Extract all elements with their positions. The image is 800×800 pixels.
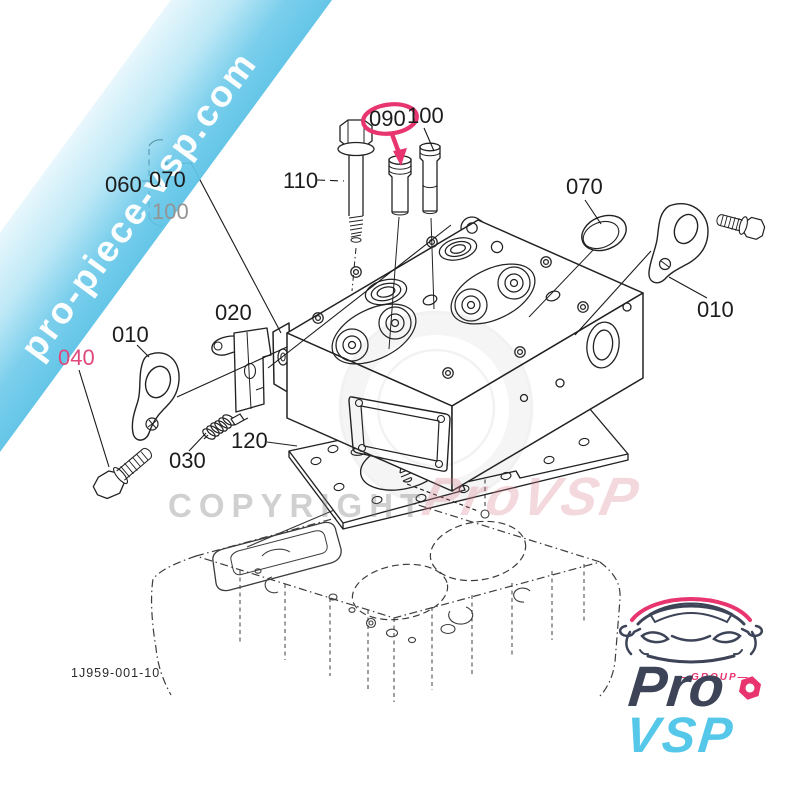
part-label-100-left: 100: [152, 199, 189, 224]
highlight-090: [361, 102, 419, 166]
logo-name-vsp: VSP: [623, 707, 739, 763]
bolt-040-part: [92, 447, 153, 500]
lifting-eye-right-part: [648, 203, 766, 284]
part-label-060: 060: [105, 172, 142, 197]
logo-hex-nut-icon: [738, 676, 762, 700]
hanger-bolt-right: [716, 214, 766, 240]
part-label-070-right: 070: [566, 174, 603, 199]
part-label-040-highlighted: 040: [58, 345, 95, 370]
part-label-120: 120: [231, 428, 268, 453]
head-right-face-details: [519, 302, 632, 403]
part-label-070-left: 070: [149, 167, 186, 192]
spring-030-part: [202, 413, 249, 440]
part-label-090: 090: [369, 106, 406, 131]
part-label-020: 020: [215, 300, 252, 325]
part-label-010-right: 010: [697, 297, 734, 322]
bracket-020-part: [211, 327, 272, 413]
part-label-110: 110: [283, 168, 319, 193]
provsp-car-logo-icon: [618, 597, 764, 664]
part-label-010-left: 010: [112, 322, 149, 347]
valve-guide-090-part: [388, 155, 412, 216]
plug-cap-070-part: [581, 214, 627, 252]
copyright-watermark-text: COPYRIGHT: [168, 487, 428, 524]
highlight-arrow-shaft-090: [389, 131, 402, 156]
highlight-arrow-head-090: [393, 148, 407, 166]
drawing-reference-number: 1J959-001-10: [71, 666, 161, 680]
part-label-030: 030: [169, 448, 206, 473]
head-front-window: [348, 396, 451, 472]
copyright-ring-watermark: [338, 310, 534, 506]
valve-guide-100-part: [419, 142, 441, 215]
lifting-eye-left-part: [131, 352, 180, 441]
logo-group-label: —GROUP—: [679, 672, 750, 683]
brand-watermark-text: ProVSP: [417, 467, 647, 527]
part-label-100-right: 100: [407, 103, 444, 128]
engine-block-outline: [150, 472, 621, 702]
cylinder-head-drawing: [272, 216, 644, 492]
